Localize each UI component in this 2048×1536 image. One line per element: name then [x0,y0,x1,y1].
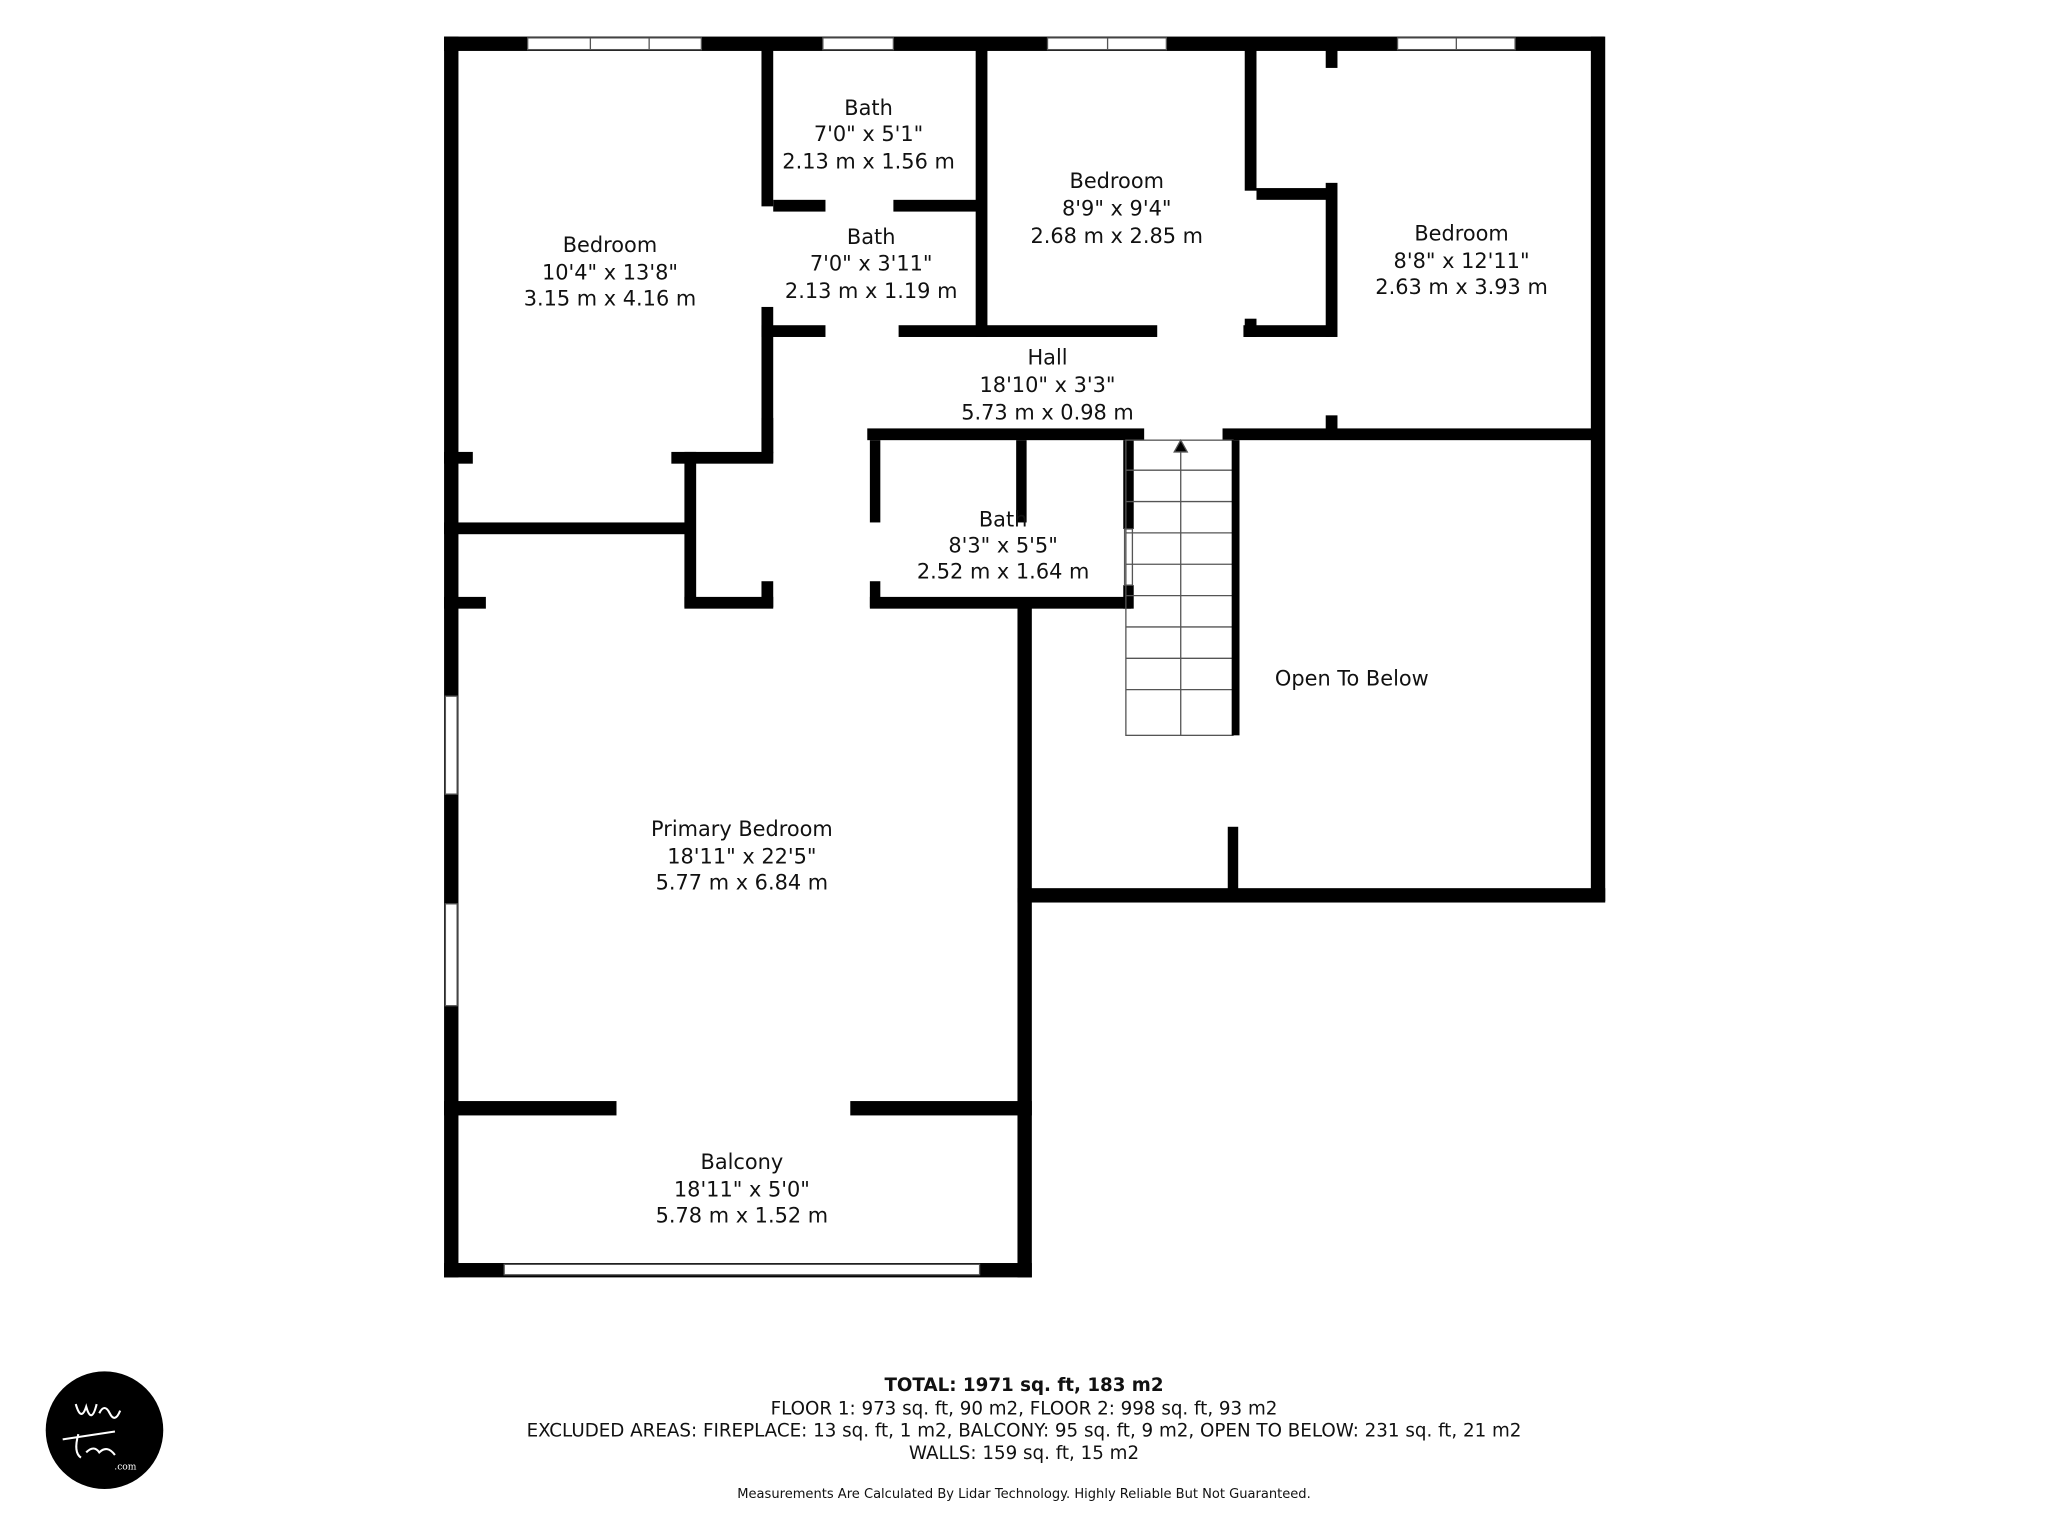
room-dimensions-metric: 5.78 m x 1.52 m [656,1204,829,1228]
excluded-areas: EXCLUDED AREAS: FIREPLACE: 13 sq. ft, 1 … [527,1421,1522,1442]
room-dimensions-metric: 2.13 m x 1.19 m [785,279,958,303]
room-label: Open To Below [1275,667,1429,691]
room-dimensions-imperial: 10'4" x 13'8" [542,261,678,285]
room-dimensions-metric: 5.77 m x 6.84 m [656,870,829,894]
stairs [1125,438,1240,736]
walls [444,36,1606,1278]
disclaimer: Measurements Are Calculated By Lidar Tec… [737,1487,1310,1502]
room-dimensions-imperial: 8'9" x 9'4" [1062,197,1171,221]
area-summary: TOTAL: 1971 sq. ft, 183 m2 FLOOR 1: 973 … [527,1375,1522,1502]
room-dimensions-imperial: 18'10" x 3'3" [980,373,1116,397]
logo: .com [45,1371,164,1489]
room-label: Bedroom [563,233,657,257]
room-label: Bath [847,225,896,249]
room-label: Hall [1027,345,1067,369]
room-dimensions-metric: 2.13 m x 1.56 m [782,149,955,173]
room-label: Bath [844,96,893,120]
room-label: Bath [979,507,1028,531]
room-labels: Bedroom 10'4" x 13'8" 3.15 m x 4.16 m Ba… [524,96,1548,1228]
room-dimensions-imperial: 8'3" x 5'5" [948,533,1057,557]
room-dimensions-imperial: 18'11" x 5'0" [674,1177,810,1201]
room-dimensions-imperial: 8'8" x 12'11" [1394,249,1530,273]
room-dimensions-imperial: 7'0" x 5'1" [814,122,923,146]
floor-areas: FLOOR 1: 973 sq. ft, 90 m2, FLOOR 2: 998… [771,1399,1278,1420]
room-label: Bedroom [1414,221,1508,245]
room-dimensions-imperial: 7'0" x 3'11" [810,251,933,275]
room-label: Primary Bedroom [651,817,833,841]
room-dimensions-metric: 2.52 m x 1.64 m [917,560,1090,584]
room-dimensions-metric: 2.68 m x 2.85 m [1030,224,1203,248]
total-area: TOTAL: 1971 sq. ft, 183 m2 [884,1375,1163,1396]
room-label: Bedroom [1070,169,1164,193]
room-dimensions-metric: 3.15 m x 4.16 m [524,287,697,311]
svg-text:.com: .com [114,1462,137,1472]
windows [444,37,1516,1276]
room-label: Balcony [701,1150,784,1174]
room-dimensions-metric: 5.73 m x 0.98 m [961,400,1134,424]
walls-area: WALLS: 159 sq. ft, 15 m2 [909,1443,1139,1464]
stair-arrow-icon [1173,438,1189,453]
room-dimensions-metric: 2.63 m x 3.93 m [1375,275,1548,299]
room-dimensions-imperial: 18'11" x 22'5" [667,844,816,868]
